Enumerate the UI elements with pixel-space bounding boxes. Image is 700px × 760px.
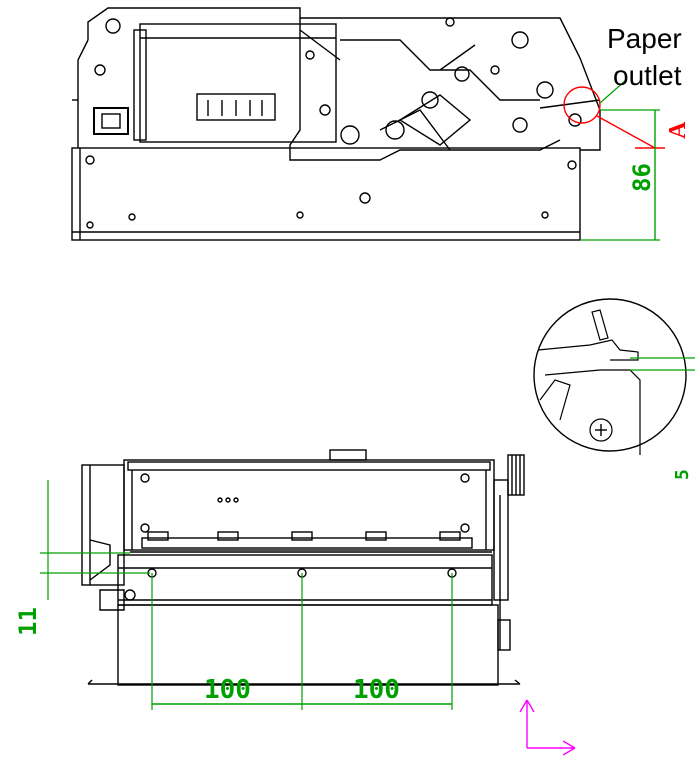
dimension-100-right-label: 100 xyxy=(353,675,400,705)
dimension-100-left-label: 100 xyxy=(204,675,251,705)
detail-view: 5 xyxy=(533,298,695,480)
dimension-5-label: 5 xyxy=(672,469,693,480)
outlet-label: outlet xyxy=(613,60,682,91)
dimension-11-label: 11 xyxy=(14,607,42,636)
dimension-86-label: 86 xyxy=(628,163,656,192)
dimension-11: 11 xyxy=(14,480,150,636)
paper-label: Paper xyxy=(607,23,682,54)
dimension-100-pair: 100 100 xyxy=(151,573,453,710)
side-view xyxy=(71,7,601,241)
xy-axis-icon xyxy=(519,699,576,756)
dimension-86: 86 xyxy=(580,109,660,241)
screw-icon xyxy=(589,418,613,442)
paper-outlet-callout: Paper outlet A xyxy=(563,23,691,149)
section-marker-a: A xyxy=(665,121,691,139)
front-view xyxy=(81,449,525,686)
